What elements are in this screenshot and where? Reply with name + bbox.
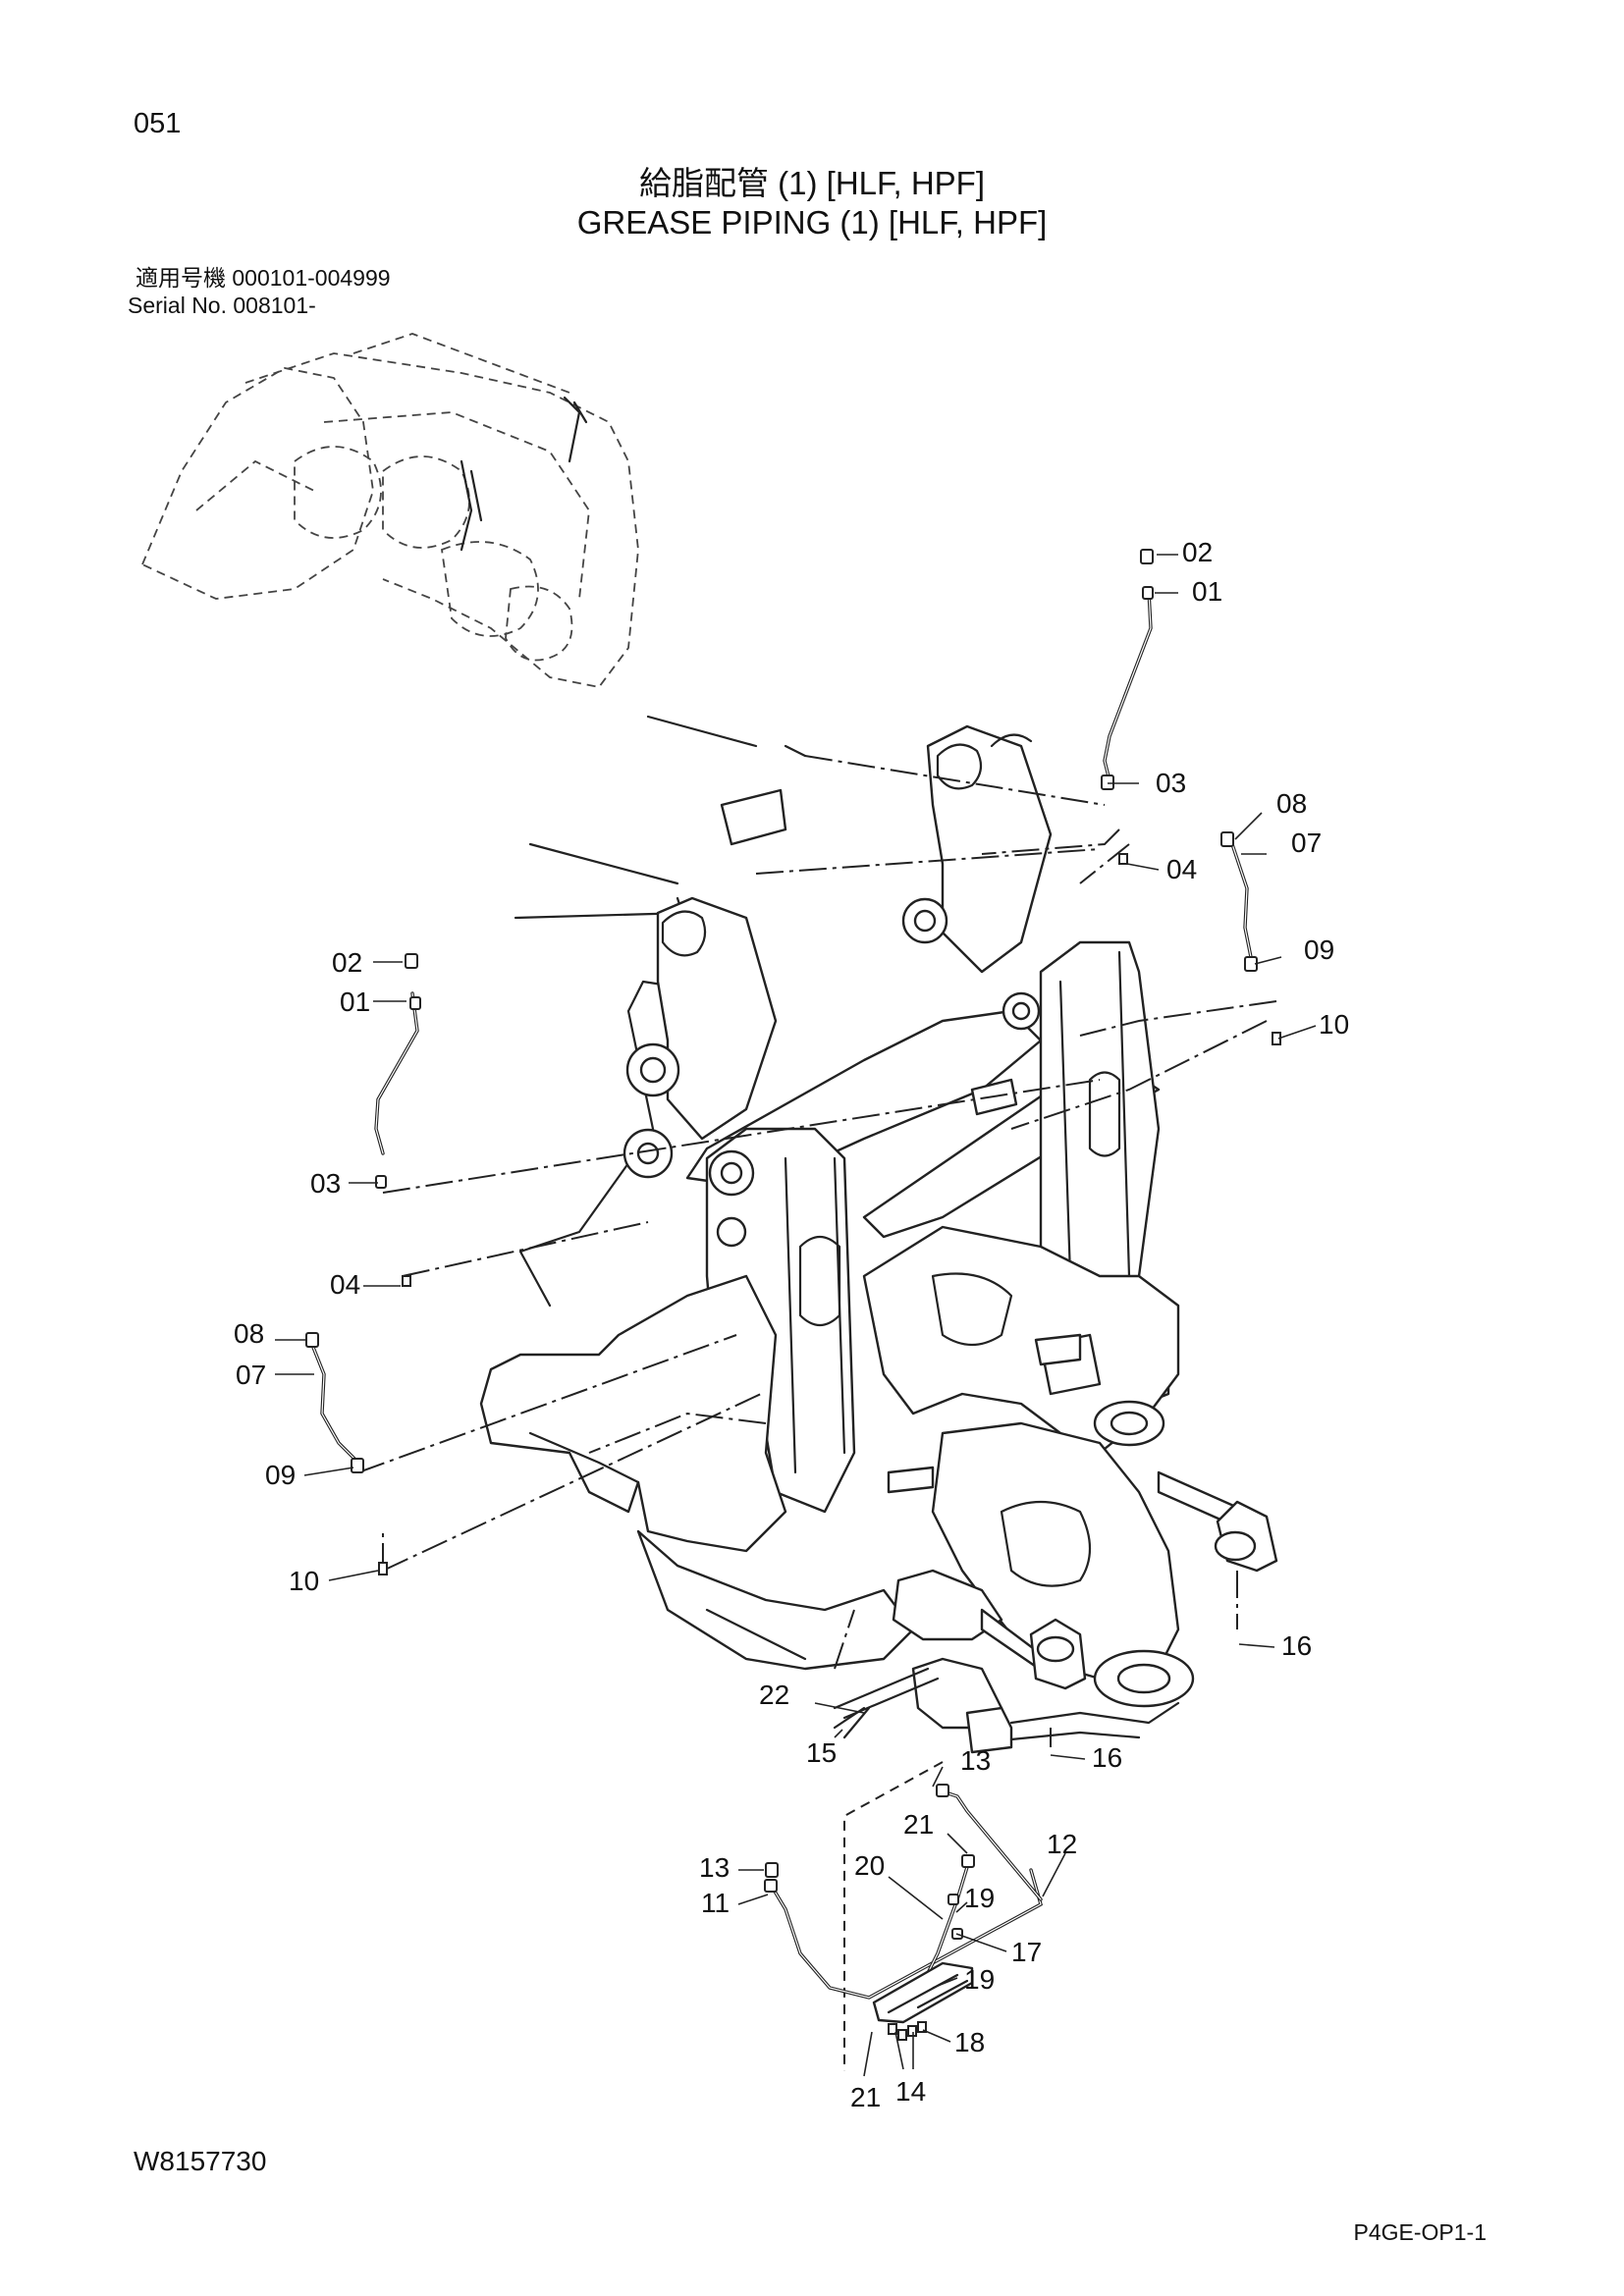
- callout-01-right: 01: [1192, 576, 1222, 607]
- callout-14: 14: [895, 2076, 926, 2107]
- callout-08-left: 08: [234, 1318, 264, 1349]
- grease-pipe-lower-manifold: [764, 1667, 1044, 2041]
- callout-labels: 02 01 03 04 08 07 09 10 02 01 03 04 08 0…: [234, 537, 1349, 2112]
- callout-11: 11: [701, 1888, 730, 1918]
- callout-01-left: 01: [340, 987, 370, 1017]
- callout-09-left: 09: [265, 1460, 296, 1490]
- page-number: 051: [134, 108, 182, 139]
- title-japanese: 給脂配管 (1) [HLF, HPF]: [638, 165, 986, 201]
- grease-pipe-left-upper: [374, 953, 421, 1287]
- callout-21-lower: 21: [850, 2082, 881, 2112]
- callout-03-left: 03: [310, 1168, 341, 1199]
- callout-03-right: 03: [1156, 768, 1186, 798]
- callout-16-lower: 16: [1092, 1742, 1122, 1773]
- callout-21-upper: 21: [903, 1809, 934, 1840]
- callout-19-lower: 19: [964, 1964, 995, 1995]
- callout-04-right: 04: [1166, 854, 1197, 884]
- callout-16-right: 16: [1281, 1630, 1312, 1661]
- grease-fitting-02-right: [1140, 549, 1154, 564]
- serial-range-english: Serial No. 008101-: [128, 293, 316, 318]
- callout-13-upper: 13: [960, 1745, 991, 1776]
- callout-07-left: 07: [236, 1360, 266, 1390]
- callout-02-left: 02: [332, 947, 362, 978]
- page-code: P4GE-OP1-1: [1353, 2219, 1488, 2245]
- document-number: W8157730: [134, 2146, 267, 2176]
- callout-13-lower: 13: [699, 1852, 730, 1883]
- callout-12: 12: [1047, 1829, 1077, 1859]
- callout-22: 22: [759, 1680, 789, 1710]
- machine-overview-thumbnail: [140, 333, 639, 688]
- callout-15: 15: [806, 1737, 837, 1768]
- grease-pipe-left-side: [305, 1332, 388, 1575]
- callout-20: 20: [854, 1850, 885, 1881]
- grease-pipe-right-upper: [1101, 549, 1154, 865]
- grease-pipe-right-side: [1220, 831, 1281, 1045]
- callout-17: 17: [1011, 1937, 1042, 1967]
- callout-02-right: 02: [1182, 537, 1213, 567]
- title-english: GREASE PIPING (1) [HLF, HPF]: [576, 204, 1048, 240]
- callout-07-right: 07: [1291, 828, 1322, 858]
- extension-lines: [357, 755, 1277, 2071]
- callout-08-right: 08: [1276, 788, 1307, 819]
- callout-18: 18: [954, 2027, 985, 2057]
- callout-04-left: 04: [330, 1269, 360, 1300]
- callout-19-upper: 19: [964, 1883, 995, 1913]
- callout-09-right: 09: [1304, 934, 1334, 965]
- callout-10-left: 10: [289, 1566, 319, 1596]
- callout-10-right: 10: [1319, 1009, 1349, 1040]
- loader-front-frame: [479, 715, 1278, 1754]
- callout-leaders: [275, 554, 1317, 2077]
- serial-range-japanese: 適用号機 000101-004999: [135, 265, 391, 291]
